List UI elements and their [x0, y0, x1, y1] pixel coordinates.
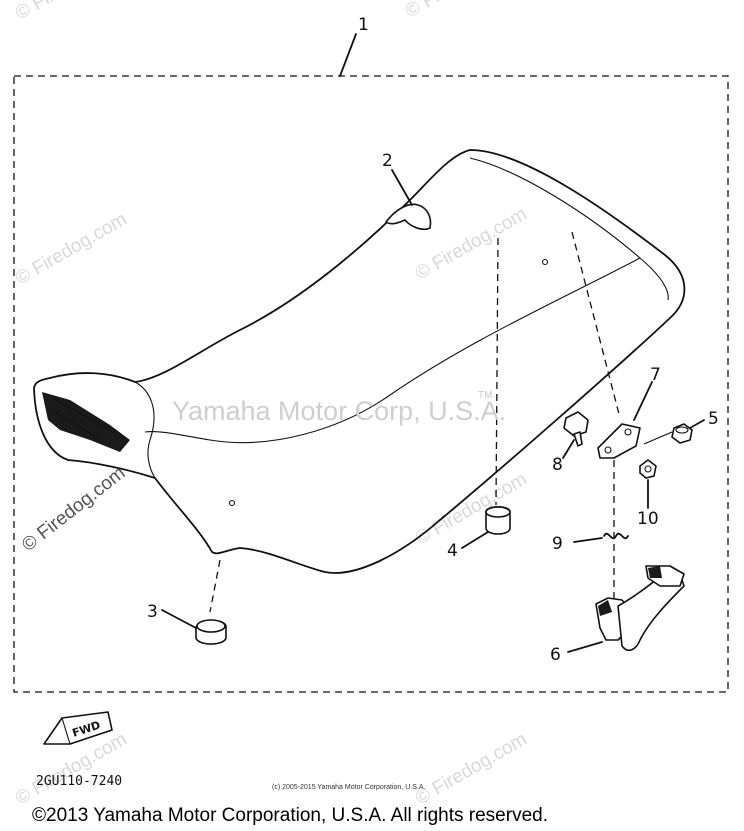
part-4-damper [461, 505, 511, 549]
callout-6: 6 [550, 645, 561, 665]
part-3-damper [161, 609, 227, 645]
watermark-site: © Firedog.com [12, 0, 131, 24]
seat-bottom-edge [134, 381, 156, 479]
leader-5 [689, 419, 705, 429]
part-8-bolt [562, 411, 589, 459]
leader-9 [573, 537, 603, 543]
callout-1: 1 [358, 15, 369, 35]
assembly-frame [13, 75, 729, 693]
seat-mount-hole [228, 499, 236, 507]
leader-3 [161, 609, 197, 629]
watermark-site: © Firedog.com [412, 729, 531, 810]
seat-pocket [42, 392, 130, 452]
leader-2 [391, 169, 413, 206]
forward-arrow: FWD [43, 711, 113, 745]
footer-copyright: ©2013 Yamaha Motor Corporation, U.S.A. A… [32, 805, 548, 826]
part-10-nut [639, 459, 657, 509]
callout-10: 10 [637, 509, 659, 529]
seat-assembly [33, 149, 686, 574]
part-5-nut [643, 419, 705, 445]
callout-labels: 1 2 3 4 5 6 7 8 9 10 [147, 15, 719, 665]
callout-3: 3 [147, 602, 158, 622]
small-copyright: (c) 2005-2015 Yamaha Motor Corporation, … [272, 784, 425, 791]
part-9-spring [573, 532, 629, 543]
seat-seam [144, 257, 641, 444]
part-2-clip [385, 169, 432, 231]
watermark-site: © Firedog.com [12, 209, 131, 290]
leader-6 [567, 641, 603, 653]
watermark-corp: Yamaha Motor Corp, U.S.A. [172, 396, 506, 426]
callout-7: 7 [650, 365, 661, 385]
leader-5b [643, 431, 673, 445]
watermark-site-diagonal: © Firedog.com [18, 463, 129, 556]
seat-outline [33, 149, 686, 574]
part-7-bracket [597, 381, 653, 459]
callout-5: 5 [708, 409, 719, 429]
part-6-hook [567, 565, 685, 653]
watermark-tm: TM [478, 390, 492, 401]
seat-pocket-rim [51, 397, 111, 441]
watermark-site: © Firedog.com [412, 469, 531, 550]
callout-9: 9 [552, 534, 563, 554]
leader-1 [339, 33, 357, 77]
leader-7 [633, 381, 653, 421]
part-number: 2GU110-7240 [36, 774, 122, 789]
guide-line-7 [571, 231, 621, 419]
guide-line-4 [495, 237, 499, 506]
seat-mount-hole [541, 258, 549, 266]
watermark-site: © Firedog.com [402, 0, 521, 22]
callout-4: 4 [447, 541, 458, 561]
leader-4 [461, 531, 489, 549]
callout-8: 8 [552, 455, 563, 475]
seat-ridge [469, 157, 669, 301]
callout-2: 2 [382, 151, 393, 171]
guide-line-3 [209, 559, 221, 613]
leader-8 [562, 439, 575, 459]
